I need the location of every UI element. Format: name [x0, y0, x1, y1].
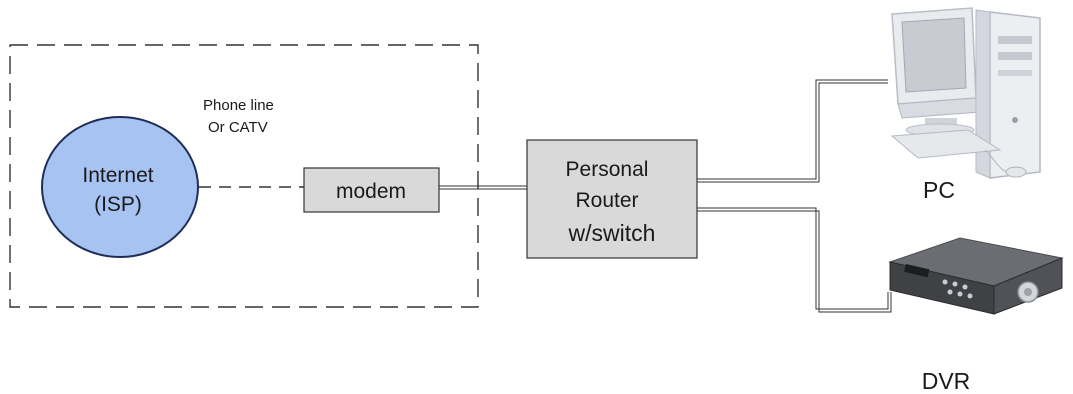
internet-label: Internet — [82, 164, 153, 187]
catv-label: Or CATV — [208, 119, 268, 136]
internet-cloud — [41, 116, 199, 258]
phone-line-label: Phone line — [203, 97, 274, 114]
router-dvr-link — [697, 207, 889, 310]
modem-box — [303, 167, 440, 213]
dvr-device-icon — [888, 237, 1064, 315]
isp-boundary-dashed-box — [9, 44, 479, 308]
router-pc-link — [697, 79, 888, 180]
router-label-router: Router — [575, 189, 638, 212]
router-pc-link-2 — [697, 82, 888, 183]
router-box — [526, 139, 698, 259]
dvr-label: DVR — [922, 368, 971, 394]
pc-label: PC — [923, 177, 955, 203]
modem-label: modem — [336, 180, 406, 203]
router-label-switch: w/switch — [568, 220, 656, 246]
router-label-personal: Personal — [566, 158, 649, 181]
router-dvr-link-2 — [697, 210, 892, 313]
pc-computer-icon — [890, 7, 1041, 179]
isp-label: (ISP) — [94, 193, 142, 216]
